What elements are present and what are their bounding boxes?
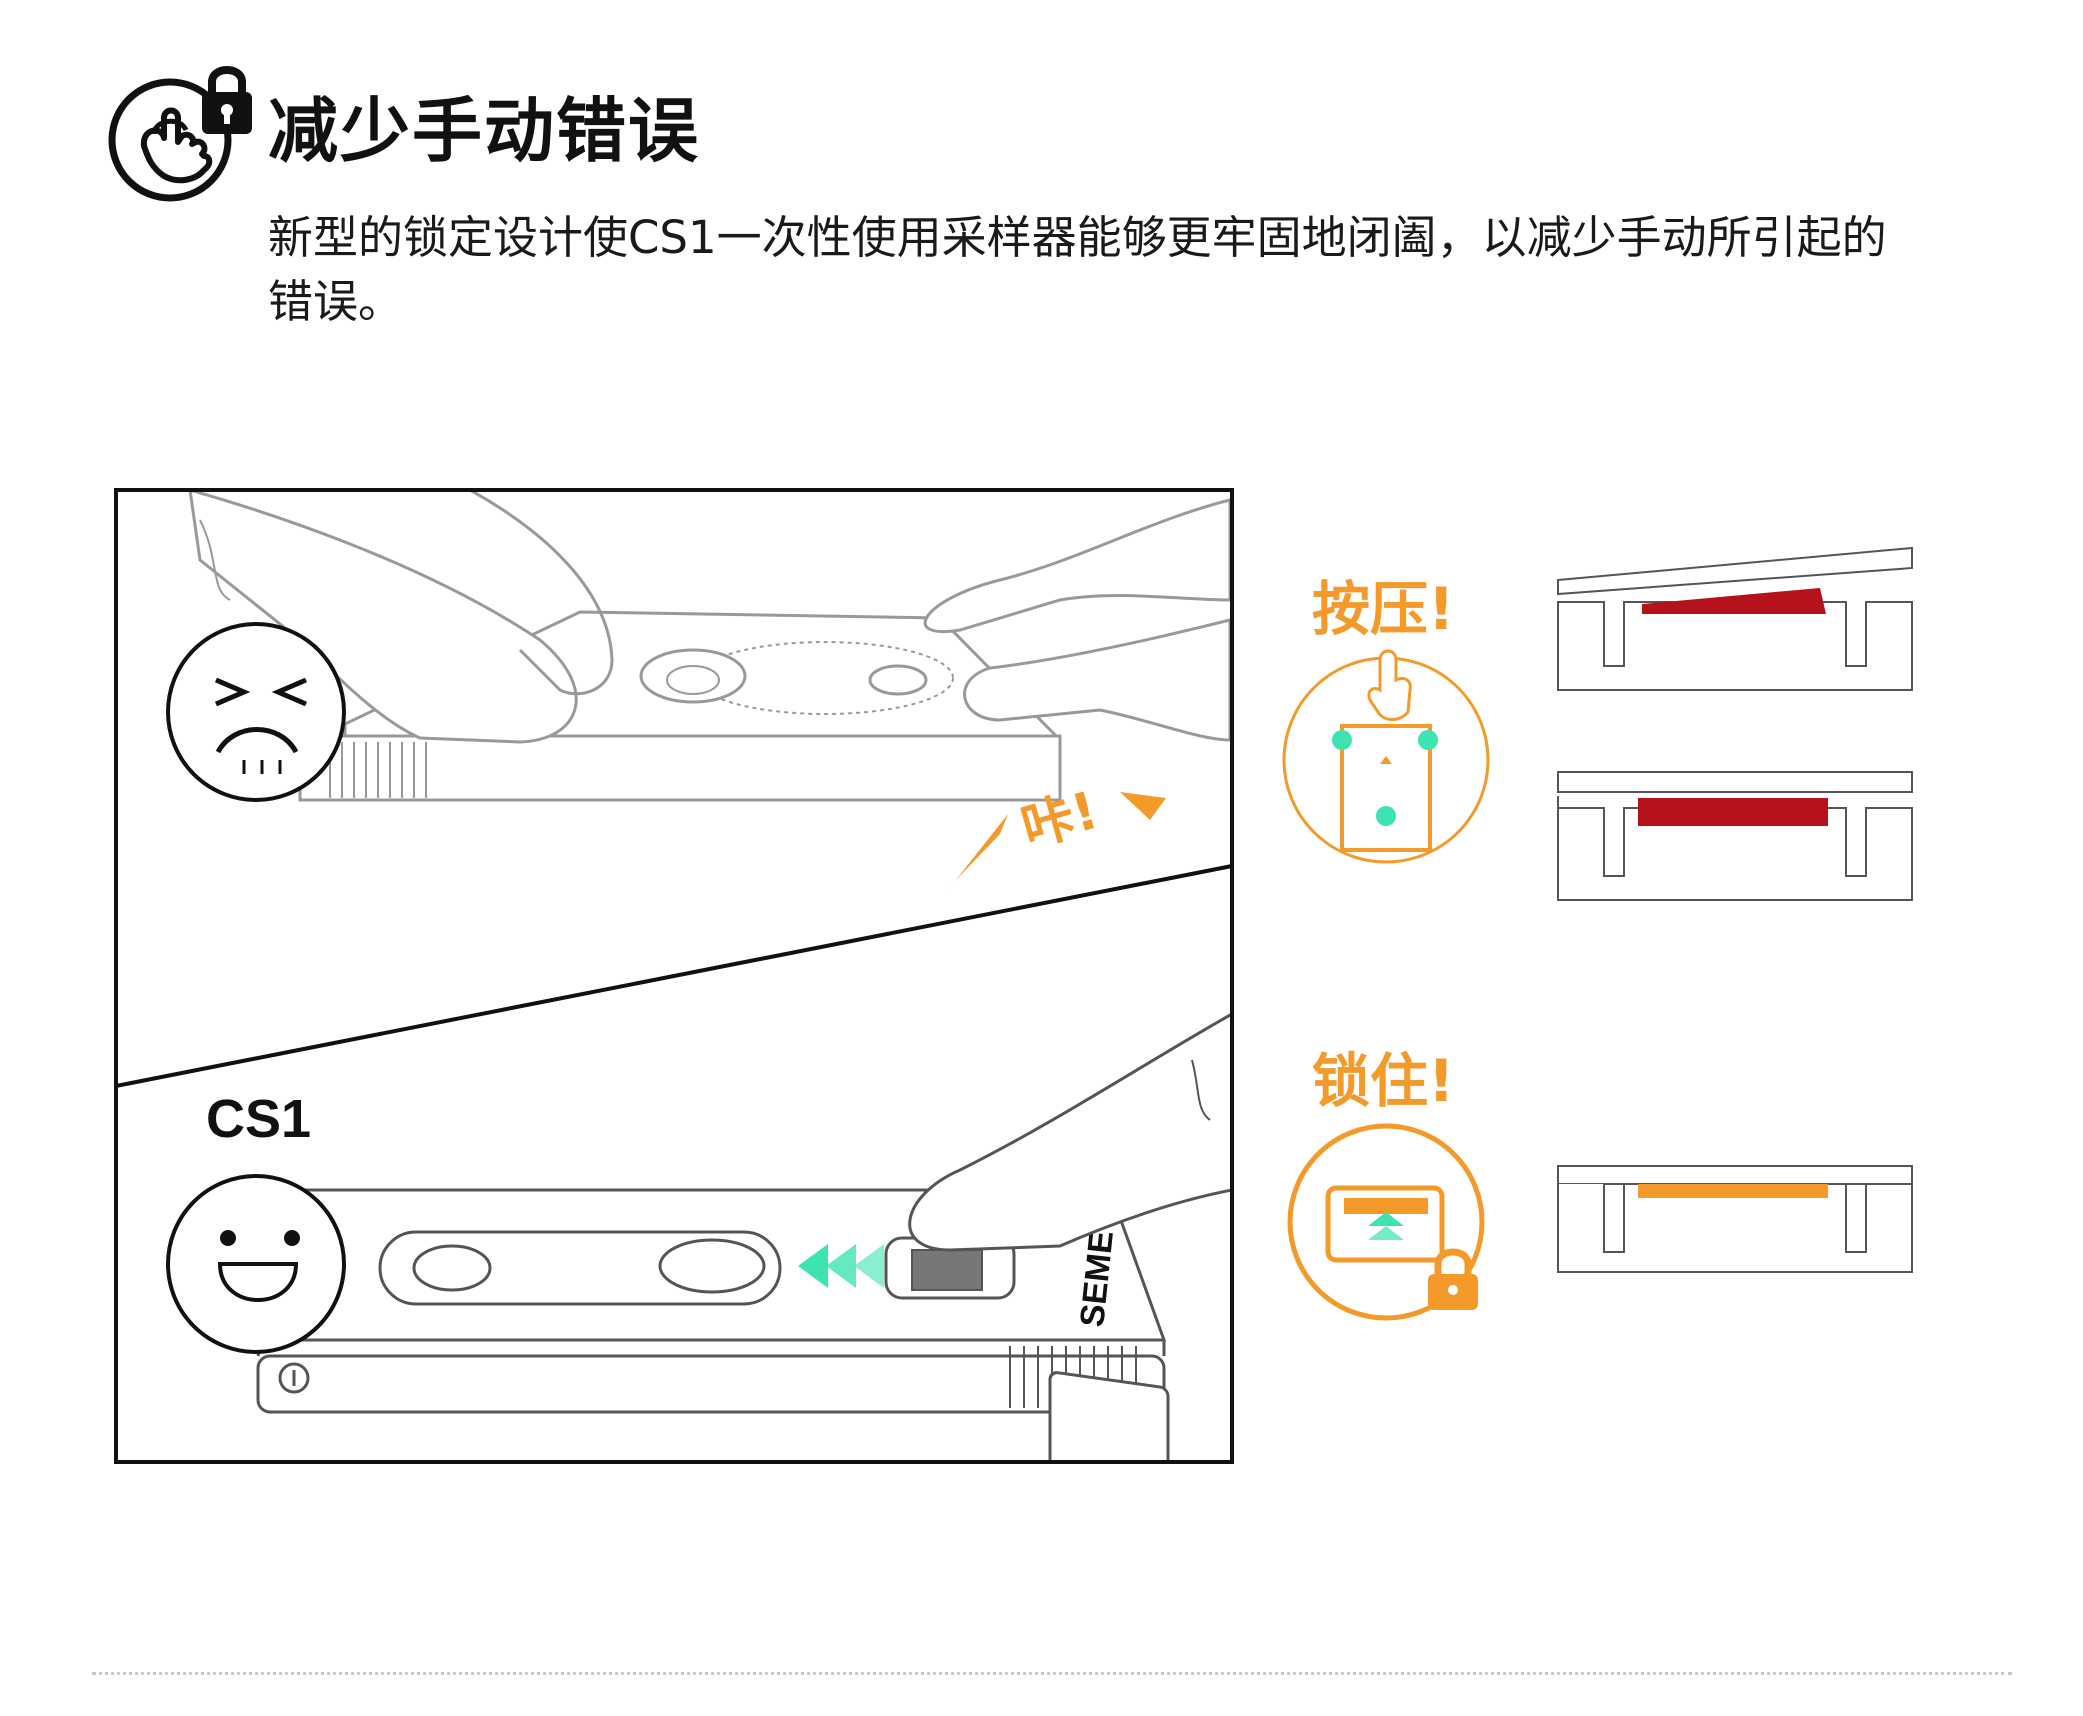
lock-label: 锁住! (1312, 1047, 1455, 1115)
sample-well (639, 648, 747, 704)
press-step-icon (1282, 649, 1490, 864)
happy-face-icon (166, 1174, 346, 1354)
right-finger-bottom (963, 618, 1230, 742)
click-burst-right (1120, 792, 1166, 820)
press-hand-icon (1367, 649, 1412, 721)
dashed-outline (696, 641, 954, 715)
section-open (1557, 546, 1913, 691)
click-burst-left (948, 814, 1008, 890)
right-finger-top (923, 498, 1230, 633)
page-title: 减少手动错误 (268, 90, 700, 172)
left-thumb (188, 492, 578, 744)
illustration-frame (114, 488, 1234, 1464)
result-window (412, 1244, 492, 1292)
frustrated-face-icon (166, 622, 346, 802)
section-pressed (1557, 771, 1913, 901)
panel-divider (115, 864, 1233, 1088)
sample-well (658, 1238, 766, 1294)
pressing-finger (908, 1011, 1230, 1252)
brand-plate (1048, 1371, 1170, 1460)
device-label: CS1 (206, 1089, 312, 1149)
indicator-circle (278, 1362, 310, 1394)
result-window (868, 664, 928, 696)
section-locked (1557, 1165, 1913, 1273)
description: 新型的锁定设计使CS1一次性使用采样器能够更牢固地闭阖，以减少手动所引起的错误。 (268, 211, 1887, 328)
slide-arrows (798, 1244, 884, 1288)
dotted-divider (92, 1672, 2012, 1675)
top-panel (188, 492, 1230, 890)
lock-step-icon (1287, 1123, 1485, 1321)
bottom-panel: SEME (256, 1011, 1230, 1460)
device-base (256, 1354, 1166, 1414)
hand-lock-icon (108, 66, 252, 202)
press-label: 按压! (1312, 575, 1455, 643)
device-grip (329, 742, 427, 798)
